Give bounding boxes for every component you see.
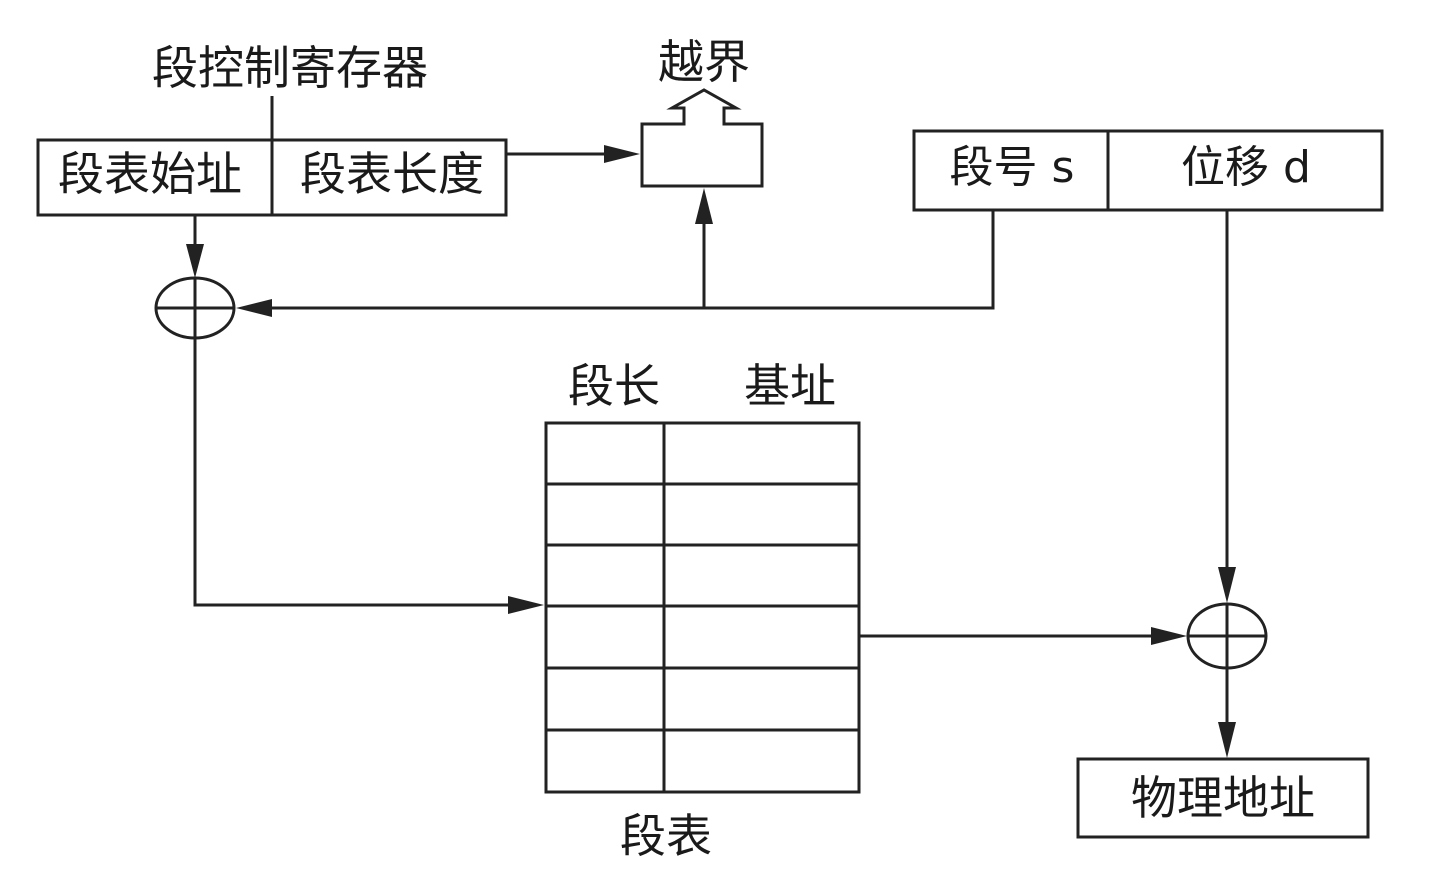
comparator-box	[640, 88, 764, 188]
adder-to-segment-table-wire	[193, 338, 510, 607]
segment-table-start-field: 段表始址	[58, 147, 242, 201]
segment-length-column-header: 段长	[568, 359, 660, 413]
segment-control-register-title: 段控制寄存器	[152, 41, 428, 95]
base-to-adder-2-arrowhead	[1151, 627, 1187, 645]
segment-number-field: 段号 s	[950, 142, 1075, 193]
offset-field: 位移 d	[1181, 142, 1311, 193]
offset-to-adder-2-arrowhead	[1218, 567, 1236, 603]
physical-address-label: 物理地址	[1131, 771, 1315, 825]
physical-address-box	[1076, 757, 1370, 839]
segment-number-to-adder-arrowhead	[236, 299, 272, 317]
logical-address-box	[912, 129, 1384, 212]
segment-table-caption: 段表	[620, 809, 712, 863]
segment-number-to-adder-wire	[268, 210, 995, 310]
adder-to-segment-table-arrowhead	[508, 596, 544, 614]
length-to-comparator-arrowhead	[604, 145, 640, 163]
out-of-bounds-label: 越界	[658, 35, 750, 89]
start-to-adder-arrowhead	[186, 244, 204, 278]
segment-number-to-comparator-arrowhead	[695, 188, 713, 224]
adder-2-to-physical-arrowhead	[1218, 722, 1236, 758]
segment-table-length-field: 段表长度	[300, 147, 484, 201]
base-address-column-header: 基址	[744, 359, 836, 413]
